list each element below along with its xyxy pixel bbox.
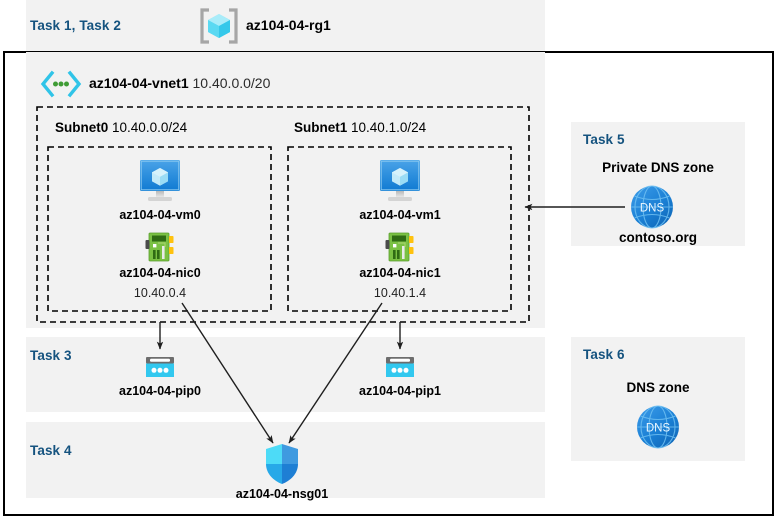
vnet-dashed-boundary [36,106,530,323]
nic1-label: az104-04-nic1 [359,266,441,280]
network-interface-icon [384,231,416,263]
arrow-nic0-to-nsg [181,302,274,444]
virtual-network-icon [40,70,82,98]
network-security-group-shield-icon [264,443,300,485]
private-dns-zone-heading: Private DNS zone [602,160,714,175]
nic0-label: az104-04-nic0 [119,266,201,280]
task-label-1-2: Task 1, Task 2 [30,18,121,33]
virtual-machine-icon [134,158,186,204]
private-dns-zone-name: contoso.org [619,230,697,245]
public-ip-address-icon [144,356,176,382]
network-interface-icon [144,231,176,263]
vm1-label: az104-04-vm1 [359,208,441,222]
public-ip-address-icon [384,356,416,382]
subnet1-title: Subnet1 10.40.1.0/24 [294,120,426,135]
dns-icon-text: DNS [646,423,671,435]
subnet0-dashed-boundary [47,146,272,312]
subnet0-title: Subnet0 10.40.0.0/24 [55,120,187,135]
dns-icon-text: DNS [640,203,665,215]
nic1-ip: 10.40.1.4 [373,286,427,300]
vnet-name: az104-04-vnet1 [89,75,189,91]
task-label-4: Task 4 [30,443,72,458]
nic0-ip: 10.40.0.4 [133,286,187,300]
subnet1-dashed-boundary [287,146,512,312]
task-label-3: Task 3 [30,348,72,363]
subnet0-name: Subnet0 [55,120,109,135]
vnet-title: az104-04-vnet1 10.40.0.0/20 [89,75,270,91]
task-label-5: Task 5 [583,132,625,147]
task-label-6: Task 6 [583,347,625,362]
subnet0-cidr: 10.40.0.0/24 [112,120,188,135]
subnet1-name: Subnet1 [294,120,348,135]
dns-zone-heading: DNS zone [626,380,690,395]
arrow-nic1-to-nsg [288,302,383,444]
panel-vnet [26,52,545,328]
subnet1-cidr: 10.40.1.0/24 [351,120,427,135]
virtual-machine-icon [374,158,426,204]
vm0-label: az104-04-vm0 [119,208,201,222]
vnet-cidr: 10.40.0.0/20 [192,75,271,91]
panel-task1-task2-header [26,0,545,51]
resource-group-name: az104-04-rg1 [246,17,331,33]
resource-group-cube-icon [198,7,240,45]
dns-globe-icon: DNS [629,184,675,230]
pip0-label: az104-04-pip0 [119,384,201,398]
dns-globe-icon: DNS [635,404,681,450]
pip1-label: az104-04-pip1 [359,384,441,398]
panel-task3 [26,337,545,412]
resource-group-name-text: az104-04-rg1 [246,17,331,33]
nsg-label: az104-04-nsg01 [235,487,329,501]
